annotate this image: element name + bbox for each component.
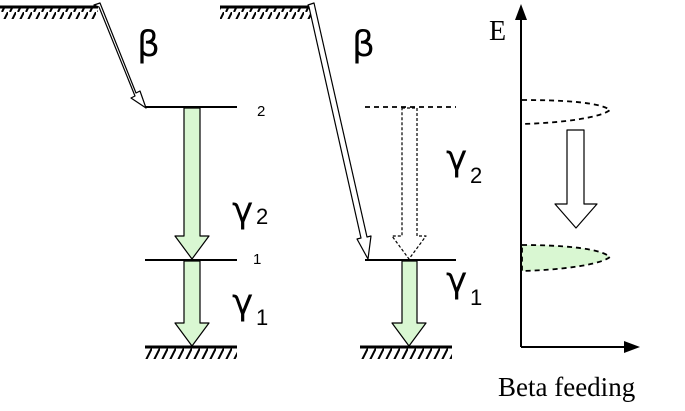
feeding-peak-lower	[521, 244, 612, 272]
beta-label-left: β	[137, 24, 160, 65]
beta-feeding-plot: E Beta feeding	[489, 4, 640, 402]
feeding-caption: Beta feeding	[498, 372, 635, 402]
gamma2-label-left: γ 2	[232, 190, 268, 231]
parent-level-left	[0, 5, 98, 19]
gamma1-arrow-right	[391, 260, 427, 347]
gamma2-arrow-left	[174, 107, 210, 260]
gamma2-label-right: γ 2	[446, 138, 482, 188]
feeding-axis-arrowhead	[624, 341, 640, 353]
svg-text:2: 2	[256, 204, 268, 229]
parent-level-right	[220, 5, 313, 19]
svg-text:γ: γ	[232, 190, 253, 231]
svg-text:γ: γ	[446, 260, 467, 301]
feeding-shift-arrow	[554, 129, 598, 229]
feeding-peak-upper	[521, 99, 612, 125]
svg-text:1: 1	[256, 305, 268, 330]
svg-text:γ: γ	[446, 138, 467, 179]
gamma1-label-left: γ 1	[232, 282, 268, 330]
gamma1-arrow-left	[174, 260, 210, 347]
beta-label-right: β	[352, 24, 375, 65]
svg-text:2: 2	[470, 163, 482, 188]
ground-level-right	[360, 345, 452, 359]
gamma2-arrow-right	[391, 107, 427, 260]
svg-text:γ: γ	[232, 282, 253, 323]
energy-axis-label: E	[489, 16, 506, 47]
right-decay-scheme: β γ 2 γ 1	[220, 2, 482, 359]
level-2-label: 2	[257, 103, 265, 120]
svg-text:1: 1	[470, 285, 482, 310]
level-1-label: 1	[253, 251, 261, 268]
left-decay-scheme: β 2 γ 2 1 γ 1	[0, 2, 268, 359]
energy-axis-arrowhead	[515, 4, 527, 20]
ground-level-left	[145, 345, 237, 359]
gamma1-label-right: γ 1	[446, 260, 482, 310]
